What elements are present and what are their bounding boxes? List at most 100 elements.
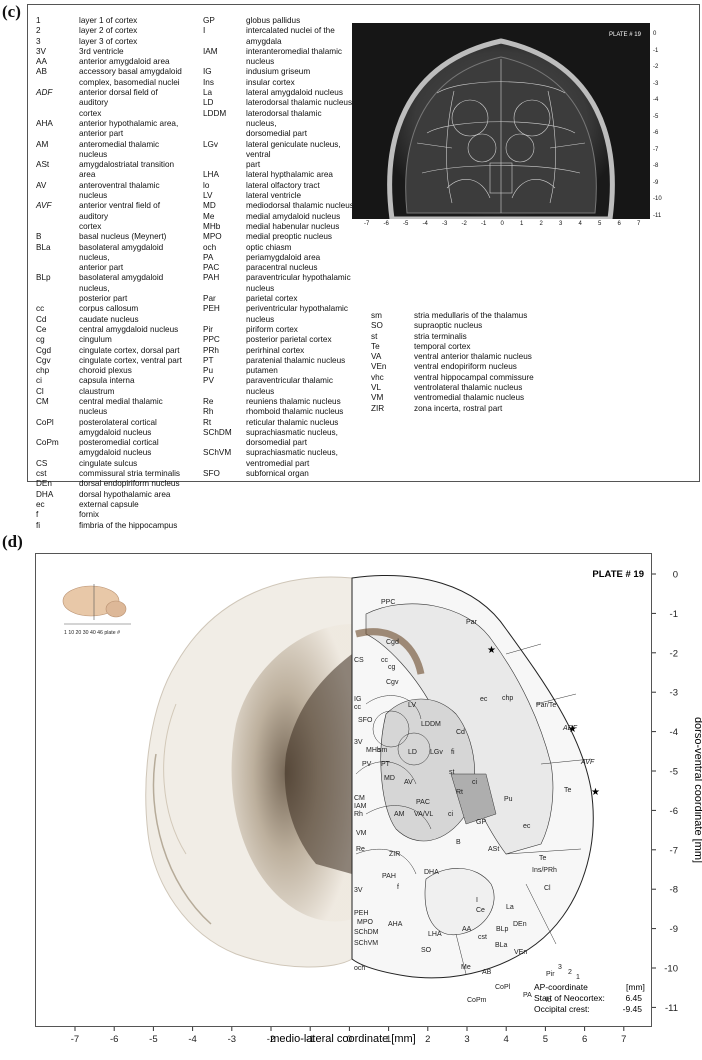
atlas-region-label: PA [523, 992, 532, 999]
ct-y-tick-label: -5 [653, 113, 659, 120]
legend-description: lateral geniculate nucleus, ventral [246, 139, 341, 159]
legend-description: amygdaloid nucleus [79, 448, 152, 458]
atlas-region-label: SO [421, 947, 432, 954]
atlas-region-label: Cgd [386, 639, 399, 646]
legend-abbreviation: SChVM [203, 448, 232, 458]
legend-abbreviation: AM [36, 139, 49, 149]
atlas-region-label: VA/VL [414, 811, 433, 818]
legend-description: parietal cortex [246, 294, 298, 304]
atlas-region-label: Cl [544, 885, 551, 892]
atlas-region-label: GP [476, 819, 486, 826]
legend-description: cingulate cortex, dorsal part [79, 345, 180, 355]
legend-abbreviation: LDDM [203, 108, 227, 118]
occipital-label: Occipital crest: [534, 1004, 590, 1014]
legend-abbreviation: Re [203, 396, 214, 406]
ap-coordinate-label: AP-coordinate [534, 982, 588, 992]
legend-description: amygdalostriatal transition area [79, 160, 175, 180]
legend-abbreviation: PT [203, 355, 214, 365]
legend-row: anterior part [36, 129, 187, 139]
legend-abbreviation: PEH [203, 304, 220, 314]
legend-abbreviation: LV [203, 191, 213, 201]
legend-row: nucleus [203, 315, 354, 325]
x-tick-label: 1 [386, 1034, 391, 1045]
legend-abbreviation: cc [36, 304, 45, 314]
legend-description: ventromedial thalamic nucleus [414, 393, 525, 403]
legend-abbreviation: Cgv [36, 355, 51, 365]
atlas-region-label: SChVM [354, 940, 378, 947]
legend-abbreviation [36, 129, 79, 139]
atlas-region-label: Par [466, 619, 478, 626]
atlas-region-label: sm [378, 747, 388, 754]
legend-abbreviation: Pu [203, 366, 214, 376]
ct-x-tick-label: -7 [364, 221, 370, 227]
left-dark-tract [284, 654, 352, 874]
x-tick-label: 2 [425, 1034, 430, 1045]
y-tick-label: -7 [670, 845, 678, 856]
legend-abbreviation: 3 [36, 36, 41, 46]
legend-abbreviation: BLa [36, 242, 51, 252]
ct-x-tick-label: 0 [500, 221, 504, 227]
legend-abbreviation: PAH [203, 273, 220, 283]
legend-abbreviation: Te [371, 341, 380, 351]
legend-description: choroid plexus [79, 366, 132, 376]
legend-row: amygdala [203, 37, 354, 47]
legend-abbreviation: AA [36, 57, 47, 67]
legend-row: part [203, 160, 354, 170]
atlas-region-label: Par/Te [536, 702, 556, 709]
x-tick-label: 5 [543, 1034, 548, 1045]
legend-abbreviation: Cl [36, 386, 44, 396]
legend-abbreviation [203, 315, 246, 325]
atlas-region-label: CM [354, 795, 365, 802]
legend-abbreviation: IG [203, 67, 212, 77]
legend-description: zona incerta, rostral part [414, 403, 503, 413]
legend-description: posteromedial cortical [79, 438, 159, 448]
ct-y-tick-label: -2 [653, 64, 659, 70]
atlas-region-label: PT [381, 761, 391, 768]
legend-description: cingulum [79, 335, 112, 345]
atlas-region-label: PEH [354, 910, 368, 917]
legend-description: layer 2 of cortex [79, 26, 138, 36]
legend-description: layer 3 of cortex [79, 36, 138, 46]
legend-description: dorsomedial part [246, 438, 307, 448]
legend-description: interanteromedial thalamic [246, 46, 343, 56]
ct-y-tick-label: -3 [653, 80, 659, 87]
legend-abbreviation [36, 222, 79, 232]
atlas-region-label: I [476, 897, 478, 904]
legend-description: anterior hypothalamic area, [79, 118, 179, 128]
legend-abbreviation: CoPl [36, 417, 54, 427]
legend-abbreviation: VEn [371, 362, 387, 372]
legend-abbreviation: VA [371, 352, 382, 362]
legend-description: periamygdaloid area [246, 252, 321, 262]
atlas-region-label: ASt [488, 846, 499, 853]
legend-row: dorsomedial part [203, 129, 354, 139]
inset-scale-labels: 1 10 20 30 40 46 plate # [64, 630, 120, 636]
ct-y-tick-label: -8 [653, 163, 659, 169]
ct-x-tick-label: -2 [461, 221, 467, 227]
atlas-region-label: cc [381, 657, 389, 664]
plate-number-label: PLATE # 19 [592, 569, 644, 580]
legend-description: capsula interna [79, 376, 135, 386]
